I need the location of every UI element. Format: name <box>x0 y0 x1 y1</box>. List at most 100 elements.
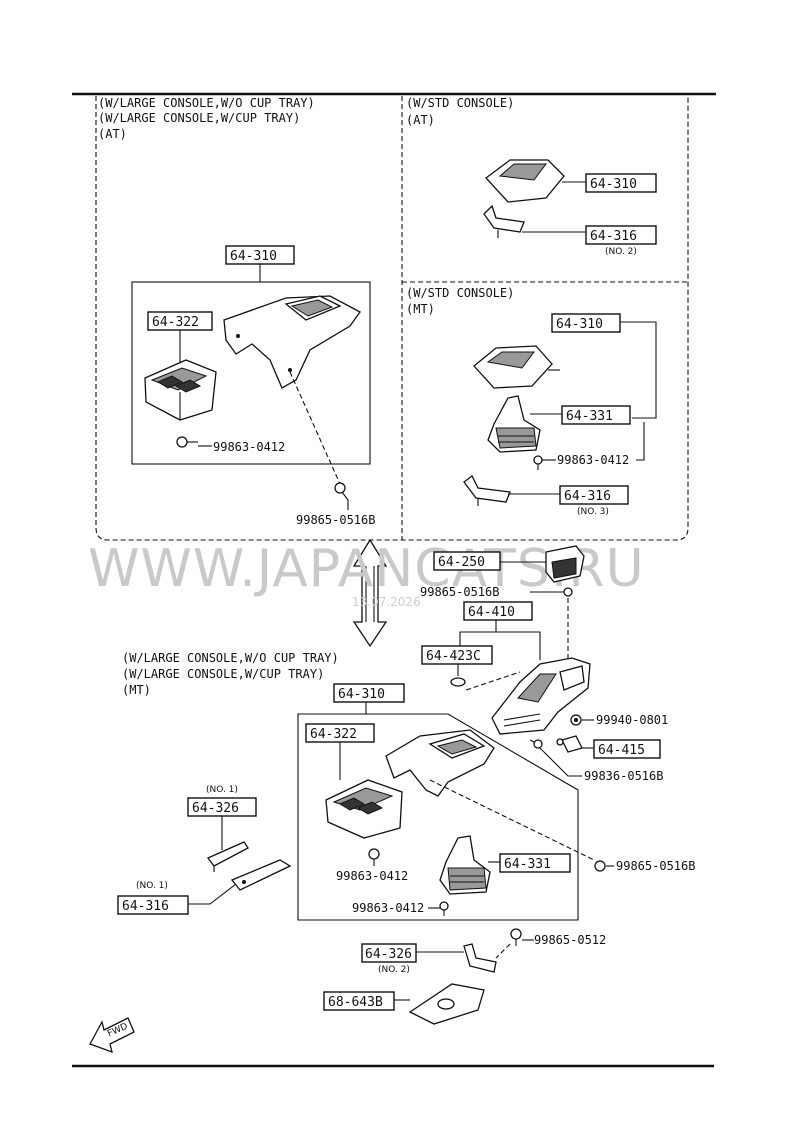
label-99863-0412-b: 99863-0412 <box>557 453 629 467</box>
upper-group-border <box>95 96 689 541</box>
note-no2-a: (NO. 2) <box>605 247 637 257</box>
caption-large-mt-2: (W/LARGE CONSOLE,W/CUP TRAY) <box>122 667 324 681</box>
label-box-64-310-b[interactable] <box>585 173 657 193</box>
screw-99836-0516b <box>529 739 543 749</box>
label-64-310-c: 64-310 <box>556 317 603 332</box>
label-64-322-b: 64-322 <box>310 727 357 742</box>
screw-99865-0516b-c <box>594 860 606 872</box>
screw-99865-0516b-a <box>334 482 349 501</box>
note-no1-b: (NO. 1) <box>136 881 168 891</box>
caption-large-at-1: (W/LARGE CONSOLE,W/O CUP TRAY) <box>98 96 315 110</box>
bracket-part-64-316-d <box>230 859 292 891</box>
label-box-64-316-b[interactable] <box>585 225 657 245</box>
fwd-arrow-icon: FWD <box>89 1017 135 1054</box>
console-cover-part-a <box>223 295 361 389</box>
switch-panel-part <box>545 545 585 583</box>
label-99863-0412-a: 99863-0412 <box>213 440 285 454</box>
label-box-64-415[interactable] <box>593 739 661 759</box>
caption-large-at-2: (W/LARGE CONSOLE,W/CUP TRAY) <box>98 111 300 125</box>
caption-large-mt-3: (MT) <box>122 683 151 697</box>
bracket-part-std-mt <box>463 475 511 506</box>
label-64-326-b: 64-326 <box>365 947 412 962</box>
assembly-frame-large-at <box>131 281 371 465</box>
label-box-64-316-d[interactable] <box>117 895 189 915</box>
leader-99836-0516b <box>539 747 582 777</box>
leader-64-316-d <box>188 883 237 905</box>
screw-99863-0412-c <box>368 848 380 866</box>
screw-99865-0512 <box>510 928 522 946</box>
label-64-316-b: 64-316 <box>590 229 637 244</box>
label-box-64-250[interactable] <box>433 551 501 571</box>
cup-holder-part-b <box>325 779 403 839</box>
caption-std-mt-2: (MT) <box>406 302 435 316</box>
label-64-415: 64-415 <box>598 743 645 758</box>
label-64-310-a: 64-310 <box>230 249 277 264</box>
double-arrow-icon <box>352 538 388 648</box>
label-64-322-a: 64-322 <box>152 315 199 330</box>
note-no2-b: (NO. 2) <box>378 965 410 975</box>
label-99865-0516b-a: 99865-0516B <box>296 513 375 527</box>
label-box-64-331-b[interactable] <box>499 853 571 873</box>
console-cover-part-b <box>385 729 495 797</box>
caption-large-at-3: (AT) <box>98 127 127 141</box>
caption-large-mt-1: (W/LARGE CONSOLE,W/O CUP TRAY) <box>122 651 339 665</box>
label-64-326-a: 64-326 <box>192 801 239 816</box>
label-box-64-310-c[interactable] <box>551 313 621 333</box>
dashed-guide-a <box>289 371 341 485</box>
watermark-date: 13.07.2026 <box>352 595 421 609</box>
assembly-frame-large-mt <box>297 713 579 921</box>
console-cover-part-std-mt <box>473 345 553 389</box>
label-99865-0512: 99865-0512 <box>534 933 606 947</box>
label-64-316-c: 64-316 <box>564 489 611 504</box>
label-68-643b: 68-643B <box>328 995 383 1010</box>
label-64-316-d: 64-316 <box>122 899 169 914</box>
note-no3: (NO. 3) <box>577 507 609 517</box>
leader-64-410 <box>459 620 541 660</box>
label-64-331-b: 64-331 <box>504 857 551 872</box>
label-64-310-d: 64-310 <box>338 687 385 702</box>
label-99865-0516b-c: 99865-0516B <box>616 859 695 873</box>
grommet-part <box>450 677 466 687</box>
label-64-423c: 64-423C <box>426 649 481 664</box>
bracket-part-std-at <box>483 204 525 238</box>
label-box-64-423c[interactable] <box>421 645 493 665</box>
note-no1-a: (NO. 1) <box>206 785 238 795</box>
caption-std-at-1: (W/STD CONSOLE) <box>406 96 514 110</box>
label-64-310-b: 64-310 <box>590 177 637 192</box>
label-64-331-a: 64-331 <box>566 409 613 424</box>
dashed-guide-d <box>429 779 595 861</box>
shift-boot-part-b <box>439 835 491 895</box>
label-99863-0412-c: 99863-0412 <box>336 869 408 883</box>
screw-99865-0516b-b <box>563 587 573 597</box>
screw-99863-0412-a <box>176 436 198 448</box>
label-box-64-410[interactable] <box>463 601 533 621</box>
bracket-part-64-326-a <box>206 841 249 872</box>
label-64-410: 64-410 <box>468 605 515 620</box>
leader-64-310-c <box>620 321 657 419</box>
dashed-guide-c <box>465 671 521 691</box>
label-99865-0516b-b: 99865-0516B <box>420 585 499 599</box>
leader-99863-0412-b-2 <box>636 422 645 461</box>
dashed-guide-e <box>495 943 511 959</box>
label-box-64-310-d[interactable] <box>333 683 405 703</box>
clip-part-64-415 <box>556 735 583 753</box>
caption-std-mt-1: (W/STD CONSOLE) <box>406 286 514 300</box>
label-box-64-316-c[interactable] <box>559 485 629 505</box>
label-99940-0801: 99940-0801 <box>596 713 668 727</box>
screw-99863-0412-b <box>533 455 543 470</box>
insulator-part-68-643b <box>408 983 485 1025</box>
floor-console-part <box>491 657 591 735</box>
cup-holder-part-a <box>144 359 217 421</box>
label-box-64-326-b[interactable] <box>361 943 417 963</box>
label-99836-0516b: 99836-0516B <box>584 769 663 783</box>
nut-99940-0801 <box>570 714 582 726</box>
screw-99863-0412-d <box>439 901 449 916</box>
shift-boot-part-a <box>487 395 541 453</box>
label-box-64-331-a[interactable] <box>561 405 631 425</box>
console-cover-part-std-at <box>485 159 565 203</box>
label-box-68-643b[interactable] <box>323 991 395 1011</box>
label-64-250: 64-250 <box>438 555 485 570</box>
label-99863-0412-d: 99863-0412 <box>352 901 424 915</box>
caption-std-at-2: (AT) <box>406 113 435 127</box>
